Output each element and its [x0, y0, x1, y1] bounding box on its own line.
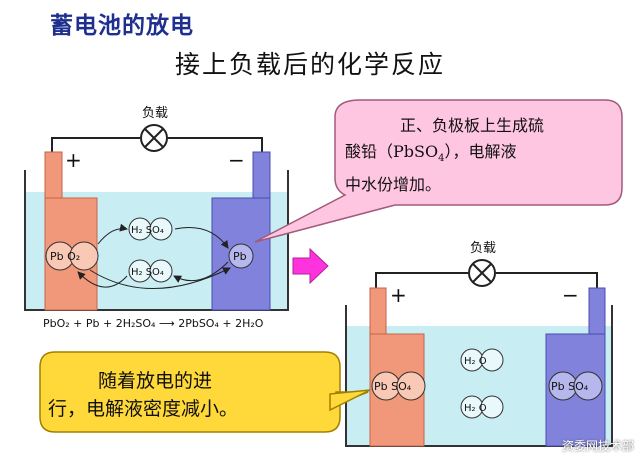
- chemical-equation: PbO₂ + Pb + 2H₂SO₄ ⟶ 2PbSO₄ + 2H₂O: [43, 317, 264, 330]
- svg-text:Pb O₂: Pb O₂: [50, 250, 80, 263]
- reaction-arrow-4: [77, 271, 128, 288]
- left-wire: [51, 137, 263, 152]
- callout-yellow-pointer: [329, 389, 371, 412]
- right-wire: [375, 272, 598, 288]
- callout-pink-line3: 中水份增加。: [345, 175, 442, 195]
- reaction-arrow-2: [174, 227, 229, 249]
- right-pbso4-molecule-positive: Pb SO₄: [371, 371, 426, 401]
- right-pbso4-molecule-negative: Pb SO₄: [548, 371, 603, 401]
- right-h2o-molecule-top: H₂ O: [460, 348, 504, 372]
- left-container-outline: [24, 170, 289, 311]
- left-pbo2-molecule: Pb O₂: [45, 241, 99, 271]
- callout-yellow-text: 随着放电的进 行，电解液密度减小。: [48, 367, 338, 423]
- left-h2so4-molecule-bottom: H₂ SO₄: [128, 259, 173, 283]
- callout-pink-shape: [254, 99, 623, 243]
- right-plus-sign: +: [390, 283, 407, 307]
- left-plus-sign: +: [65, 148, 82, 172]
- callout-pink-line2: 酸铅（PbSO4），电解液: [345, 142, 517, 165]
- svg-text:H₂ O: H₂ O: [464, 403, 487, 414]
- left-pb-molecule: Pb: [228, 243, 254, 269]
- transition-arrow: [292, 247, 329, 285]
- left-lamp-icon: [140, 124, 168, 152]
- left-h2so4-molecule-top: H₂ SO₄: [128, 217, 173, 241]
- right-minus-sign: −: [562, 283, 579, 307]
- callout-yellow-line2: 行，电解液密度减小。: [48, 398, 239, 420]
- svg-text:Pb: Pb: [233, 250, 247, 263]
- callout-pink-text: 正、负极板上生成硫 酸铅（PbSO4），电解液 中水份增加。: [345, 113, 610, 198]
- watermark: 资委网技术部: [561, 439, 634, 453]
- right-load-label: 负载: [470, 241, 496, 256]
- callout-pink-line1: 正、负极板上生成硫: [400, 116, 545, 135]
- reaction-arrow-5: [89, 267, 231, 289]
- right-battery-cell: 负载 + − Pb SO₄ Pb SO₄ H₂ O H₂ O: [345, 241, 613, 447]
- page-subtitle: 接上负载后的化学反应: [175, 50, 446, 79]
- left-battery-cell: 负载 + − Pb O₂ Pb H₂ SO₄ H₂ SO₄: [24, 106, 289, 330]
- right-container-outline: [345, 305, 613, 447]
- right-h2o-molecule-bottom: H₂ O: [460, 395, 504, 419]
- callout-yellow-line1: 随着放电的进: [98, 370, 213, 392]
- svg-text:H₂ O: H₂ O: [464, 356, 487, 367]
- left-minus-sign: −: [228, 148, 245, 172]
- left-load-label: 负载: [142, 106, 168, 121]
- svg-text:Pb SO₄: Pb SO₄: [551, 380, 589, 393]
- right-lamp-icon: [468, 259, 496, 287]
- reaction-arrow-3: [173, 261, 229, 283]
- svg-text:H₂ SO₄: H₂ SO₄: [131, 267, 164, 278]
- svg-text:Pb SO₄: Pb SO₄: [374, 380, 412, 393]
- reaction-arrow-1: [97, 223, 128, 245]
- svg-text:H₂ SO₄: H₂ SO₄: [131, 225, 164, 236]
- page-title: 蓄电池的放电: [50, 13, 194, 39]
